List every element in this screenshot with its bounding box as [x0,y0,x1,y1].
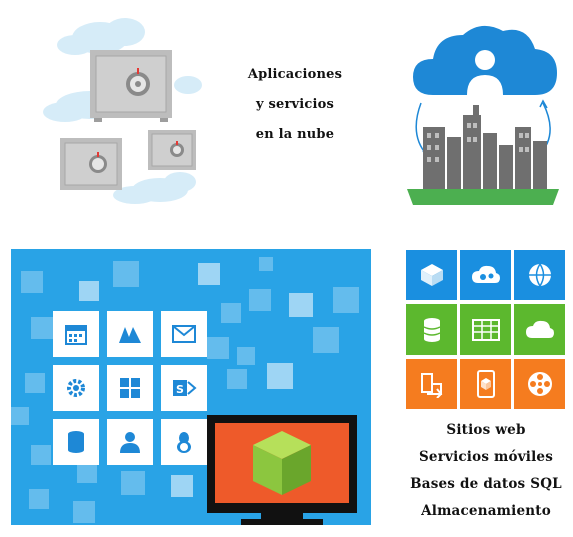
sql-tile[interactable] [406,304,457,355]
hero-caption-line-1: Aplicaciones [247,67,343,82]
deploy-icon [420,373,442,398]
web-tile[interactable] [514,250,565,300]
cloud-services-tile[interactable] [460,250,511,300]
media-tile[interactable] [514,359,565,409]
dynamics-tile[interactable] [107,311,153,357]
mail-icon [172,325,196,343]
cloud-user-icon [413,25,557,95]
calendar-icon [65,325,87,345]
service-item-mobile: Servicios móviles [418,449,554,465]
globe-icon [528,263,551,287]
deploy-tile[interactable] [406,359,457,409]
vm-tile[interactable] [406,250,457,300]
service-item-websites: Sitios web [446,422,526,438]
hero-caption: Aplicaciones y servicios en la nube [225,60,365,150]
user-icon [120,432,140,453]
apps-panel: S [11,249,371,525]
storage-tile[interactable] [514,304,565,355]
sharepoint-tile[interactable]: S [161,365,207,411]
mobile-icon [476,370,495,398]
media-icon [527,372,552,396]
hero-caption-line-2: y servicios [255,97,335,112]
calendar-tile[interactable] [53,311,99,357]
city-buildings-icon [423,105,547,189]
safe-icon [60,138,122,190]
linux-tile[interactable] [161,419,207,465]
mail-tile[interactable] [161,311,207,357]
safe-icon [90,50,172,122]
cube-icon [253,431,311,495]
vm-icon [420,264,443,286]
sharepoint-icon: S [173,380,197,396]
user-tile[interactable] [107,419,153,465]
monitor-icon [207,415,357,513]
table-icon [471,318,500,341]
database-tile[interactable] [53,419,99,465]
service-item-sql: Bases de datos SQL [410,476,562,492]
gear-icon [67,379,85,397]
safe-icon [148,130,196,170]
svg-text:S: S [176,383,184,396]
table-tile[interactable] [460,304,511,355]
settings-tile[interactable] [53,365,99,411]
database-icon [68,431,84,453]
windows-tile[interactable] [107,365,153,411]
service-tile-grid [406,250,565,409]
windows-icon [120,378,140,398]
sql-database-icon [423,317,440,342]
dynamics-icon [119,327,141,343]
safes-cloud-illustration [43,18,202,204]
mobile-tile[interactable] [460,359,511,409]
cloud-city-illustration [407,25,559,205]
hero-caption-line-3: en la nube [255,127,335,142]
service-item-storage: Almacenamiento [421,503,551,519]
linux-icon [177,432,191,453]
services-list: Sitios web Servicios móviles Bases de da… [400,417,572,525]
cloud-gear-icon [471,265,500,283]
cloud-storage-icon [525,320,554,338]
